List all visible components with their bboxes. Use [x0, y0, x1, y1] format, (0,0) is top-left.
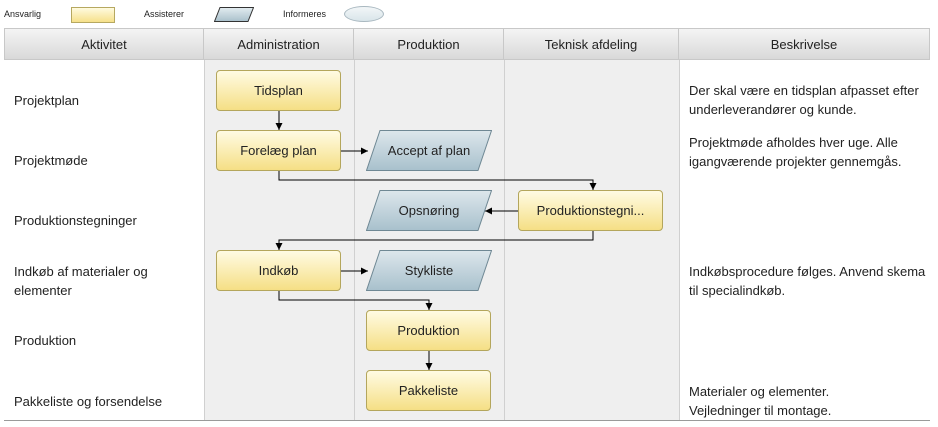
bottom-rule	[4, 420, 930, 421]
shape-tidsplan-label: Tidsplan	[254, 83, 303, 98]
shape-produktion[interactable]: Produktion	[366, 310, 491, 351]
shape-indkob-label: Indkøb	[258, 263, 299, 278]
header-administration: Administration	[204, 28, 354, 60]
legend: Ansvarlig Assisterer Informeres	[0, 0, 938, 28]
shape-tidsplan[interactable]: Tidsplan	[216, 70, 341, 111]
lane-aktivitet	[4, 60, 204, 420]
shape-produktionstegninger-label: Produktionstegni...	[536, 203, 645, 218]
shape-forelaeg-plan[interactable]: Forelæg plan	[216, 130, 341, 171]
header-beskrivelse: Beskrivelse	[679, 28, 930, 60]
row-label-pakkeliste: Pakkeliste og forsendelse	[14, 394, 163, 409]
shape-stykliste-label: Stykliste	[404, 263, 454, 278]
desc-pakkeliste: Materialer og elementer. Vejledninger ti…	[689, 384, 832, 418]
desc-projektplan: Der skal være en tidsplan afpasset efter…	[689, 83, 919, 117]
legend-assist-label: Assisterer	[144, 9, 185, 19]
shape-opsnoring-label: Opsnøring	[398, 203, 460, 218]
shape-produktionstegninger[interactable]: Produktionstegni...	[518, 190, 663, 231]
desc-projektmode: Projektmøde afholdes hver uge. Alle igan…	[689, 135, 902, 169]
legend-assist-swatch	[214, 7, 254, 22]
legend-inform-swatch	[344, 6, 384, 22]
shape-accept-af-plan[interactable]: Accept af plan	[366, 130, 492, 171]
column-header: Aktivitet Administration Produktion Tekn…	[4, 28, 930, 60]
shape-produktion-label: Produktion	[397, 323, 460, 338]
header-aktivitet: Aktivitet	[4, 28, 204, 60]
shape-forelaeg-plan-label: Forelæg plan	[240, 143, 317, 158]
shape-stykliste-outline	[366, 250, 492, 291]
row-label-projektplan: Projektplan	[14, 93, 80, 108]
desc-indkob: Indkøbsprocedure følges. Anvend skema ti…	[689, 264, 926, 298]
row-label-projektmode: Projektmøde	[14, 153, 88, 168]
arrow-indkob-to-produktion	[278, 291, 433, 310]
legend-responsible-swatch	[71, 7, 115, 23]
legend-responsible-label: Ansvarlig	[4, 9, 42, 19]
row-label-produktionstegninger: Produktionstegninger	[14, 213, 137, 228]
shape-indkob[interactable]: Indkøb	[216, 250, 341, 291]
arrow-forelaeg-to-produktionstegninger	[278, 171, 597, 190]
shape-accept-af-plan-outline	[366, 130, 492, 171]
header-teknisk-afdeling: Teknisk afdeling	[504, 28, 679, 60]
legend-inform-label: Informeres	[283, 9, 327, 19]
header-produktion: Produktion	[354, 28, 504, 60]
lane-beskrivelse	[679, 60, 930, 420]
shape-pakkeliste-label: Pakkeliste	[398, 383, 459, 398]
row-label-indkob: Indkøb af materialer og elementer	[14, 264, 148, 298]
shape-accept-af-plan-label: Accept af plan	[387, 143, 471, 158]
arrow-produktionstegninger-to-indkob	[275, 231, 594, 250]
shape-stykliste[interactable]: Stykliste	[366, 250, 492, 291]
shape-opsnoring[interactable]: Opsnøring	[366, 190, 492, 231]
shape-pakkeliste[interactable]: Pakkeliste	[366, 370, 491, 411]
shape-opsnoring-outline	[366, 190, 492, 231]
row-label-produktion: Produktion	[14, 333, 77, 348]
